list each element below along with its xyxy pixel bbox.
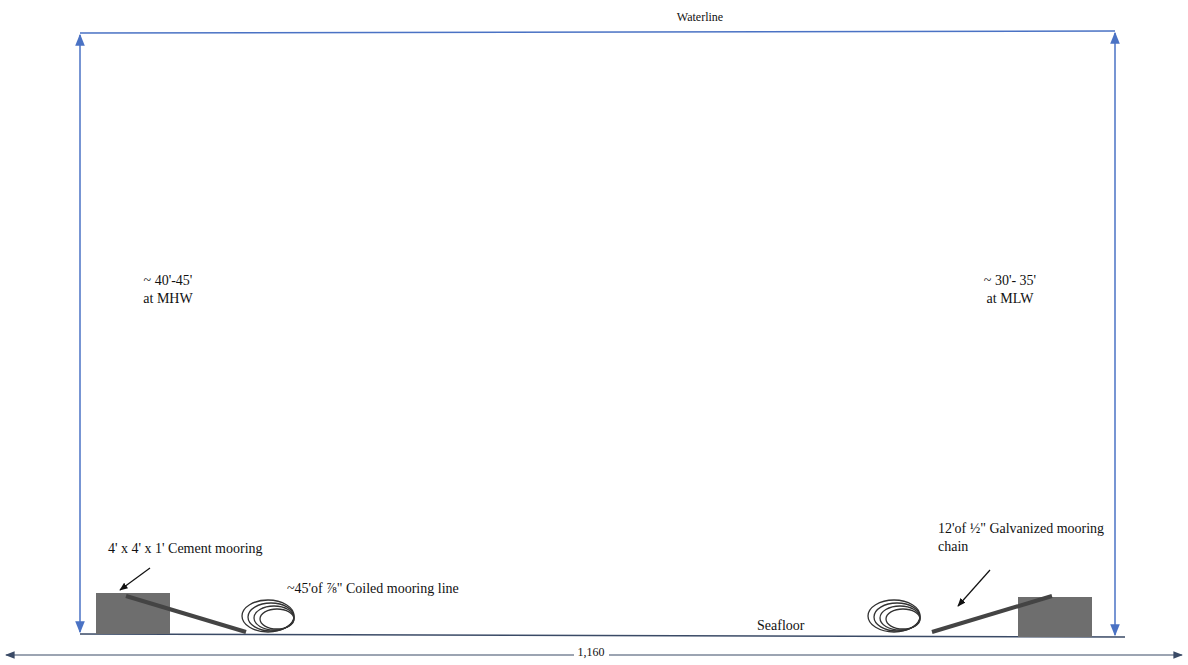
waterline bbox=[80, 31, 1115, 33]
depth-label: ~ 30'- 35' at MLW bbox=[978, 272, 1042, 308]
depth-label: ~ 40'-45' at MHW bbox=[137, 272, 199, 308]
waterline-label: Waterline bbox=[677, 10, 723, 26]
mooring-line bbox=[126, 596, 246, 632]
depth-arrow bbox=[1114, 33, 1116, 635]
seafloor-line bbox=[80, 634, 1125, 637]
mooring-chain bbox=[932, 596, 1052, 632]
coiled-line bbox=[868, 600, 920, 632]
leader-arrow bbox=[958, 570, 990, 606]
coiled-line bbox=[242, 600, 294, 632]
part-label: 4' x 4' x 1' Cement mooring bbox=[108, 540, 263, 558]
leader-arrow bbox=[120, 568, 150, 590]
part-label: ~45'of ⅞" Coiled mooring line bbox=[287, 580, 459, 598]
dimension-label: 1,160 bbox=[574, 646, 609, 659]
depth-arrow bbox=[79, 35, 81, 632]
area-label: Seafloor bbox=[757, 617, 804, 635]
part-label: 12'of ½" Galvanized mooring chain bbox=[938, 520, 1128, 556]
